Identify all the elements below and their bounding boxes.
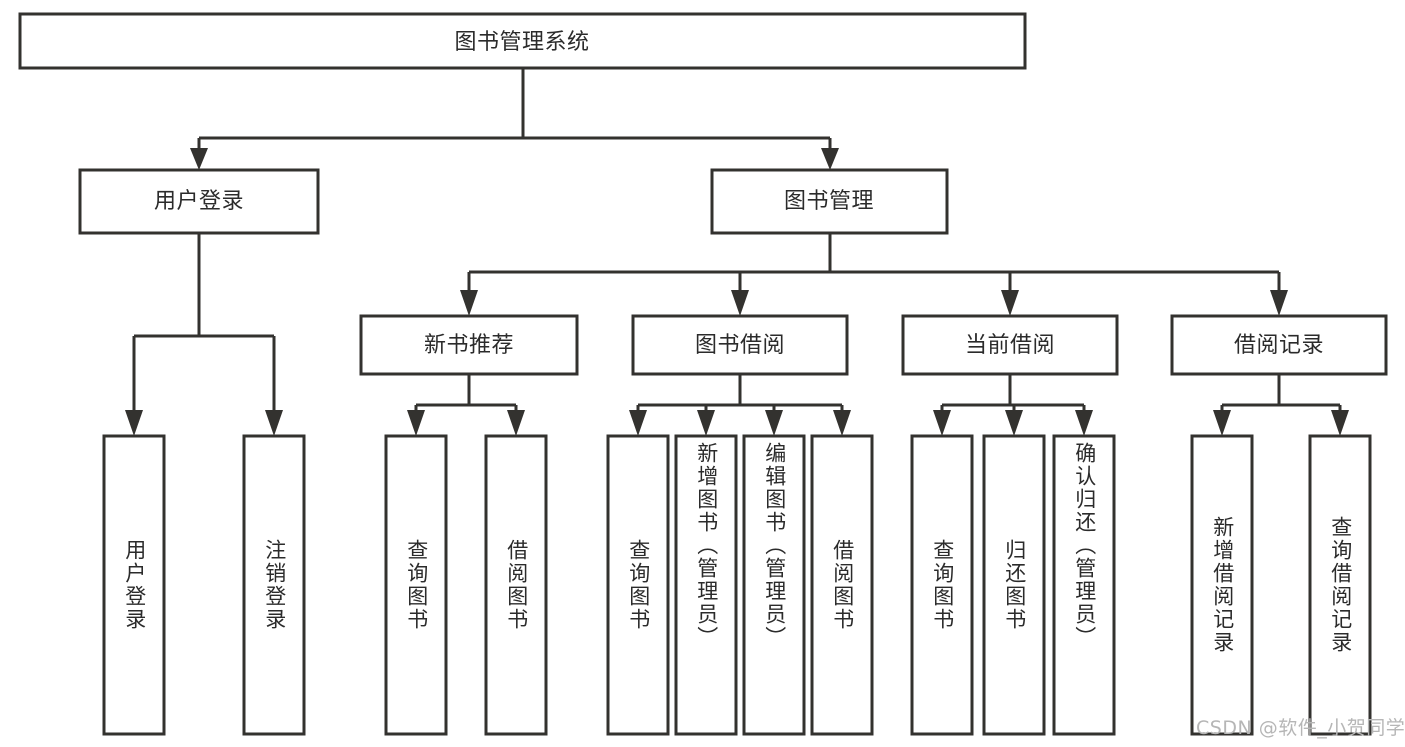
node-new-book-recommend-label: 新书推荐 xyxy=(424,333,514,358)
node-book-borrow-label: 图书借阅 xyxy=(695,333,785,358)
arrow-head-current-borrow xyxy=(1001,290,1019,316)
arrow-head-leaf-query-book-current xyxy=(933,410,951,436)
node-leaf-return-book[interactable] xyxy=(982,434,1046,736)
node-leaf-query-book-current[interactable] xyxy=(910,434,974,736)
node-book-manage[interactable] xyxy=(710,168,949,235)
node-root[interactable] xyxy=(18,12,1027,70)
node-user-login[interactable] xyxy=(78,168,320,235)
node-leaf-add-borrow-record[interactable] xyxy=(1190,434,1254,736)
node-book-borrow[interactable] xyxy=(631,314,849,376)
node-leaf-user-login[interactable] xyxy=(102,434,166,736)
node-leaf-confirm-return-admin[interactable] xyxy=(1052,434,1116,736)
connector-group xyxy=(125,68,1349,436)
node-box-group: 图书管理系统 用户登录 图书管理 新书推荐 图书借阅 当前借阅 借阅记录 xyxy=(18,12,1388,736)
arrow-head-borrow-record xyxy=(1270,290,1288,316)
arrow-head-leaf-user-login xyxy=(125,410,143,436)
arrow-head-book-manage xyxy=(821,148,839,170)
node-new-book-recommend[interactable] xyxy=(359,314,579,376)
arrow-head-leaf-query-book-recommend xyxy=(407,410,425,436)
node-leaf-edit-book-admin[interactable] xyxy=(742,434,806,736)
arrow-head-new-book-recommend xyxy=(460,290,478,316)
node-current-borrow-label: 当前借阅 xyxy=(965,333,1055,358)
node-root-label: 图书管理系统 xyxy=(454,30,589,55)
node-leaf-borrow-book-recommend[interactable] xyxy=(484,434,548,736)
arrow-head-leaf-confirm-return-admin xyxy=(1075,410,1093,436)
csdn-watermark: CSDN @软件_小贺同学 xyxy=(1196,717,1405,739)
node-borrow-record[interactable] xyxy=(1170,314,1388,376)
arrow-head-leaf-user-logout xyxy=(265,410,283,436)
node-book-manage-label: 图书管理 xyxy=(784,189,874,214)
node-leaf-query-borrow-record[interactable] xyxy=(1308,434,1372,736)
node-leaf-query-book[interactable] xyxy=(606,434,670,736)
arrow-head-leaf-borrow-book xyxy=(833,410,851,436)
arrow-head-leaf-query-borrow-record xyxy=(1331,410,1349,436)
arrow-head-user-login xyxy=(190,148,208,170)
node-user-login-label: 用户登录 xyxy=(154,189,244,214)
arrow-head-leaf-borrow-book-recommend xyxy=(507,410,525,436)
arrow-head-leaf-return-book xyxy=(1005,410,1023,436)
arrow-head-leaf-add-borrow-record xyxy=(1213,410,1231,436)
arrow-head-book-borrow xyxy=(731,290,749,316)
arrow-head-leaf-query-book xyxy=(629,410,647,436)
node-current-borrow[interactable] xyxy=(901,314,1119,376)
node-leaf-query-book-recommend[interactable] xyxy=(384,434,448,736)
arrow-head-leaf-edit-book-admin xyxy=(765,410,783,436)
node-leaf-add-book-admin[interactable] xyxy=(674,434,738,736)
node-borrow-record-label: 借阅记录 xyxy=(1234,333,1324,358)
arrow-head-leaf-add-book-admin xyxy=(697,410,715,436)
node-leaf-borrow-book[interactable] xyxy=(810,434,874,736)
node-leaf-user-logout[interactable] xyxy=(242,434,306,736)
